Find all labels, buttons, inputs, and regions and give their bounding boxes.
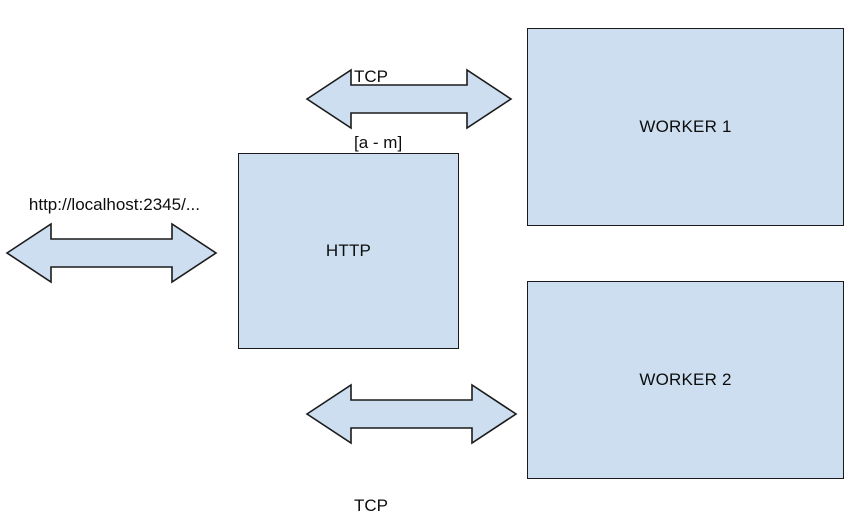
double-headed-arrow-icon [305, 383, 518, 445]
connector-label-tcp-1-line1: TCP [354, 67, 388, 86]
connector-label-tcp-2: TCP [n - z] [354, 451, 397, 519]
connector-client-to-http [5, 222, 218, 284]
connector-label-client: http://localhost:2345/... [10, 172, 200, 238]
node-http-label: HTTP [325, 240, 372, 260]
connector-http-to-worker-1 [305, 68, 513, 130]
connector-label-tcp-1: TCP [a - m] [354, 22, 402, 198]
double-headed-arrow-icon [5, 222, 218, 284]
node-worker-2-label: WORKER 2 [639, 369, 732, 389]
node-worker-1-label: WORKER 1 [639, 116, 732, 136]
node-http[interactable]: HTTP [238, 153, 459, 349]
node-worker-1[interactable]: WORKER 1 [527, 28, 844, 226]
connector-label-tcp-2-line1: TCP [354, 496, 388, 515]
connector-label-client-line1: http://localhost:2345/... [28, 195, 200, 214]
connector-http-to-worker-2 [305, 383, 518, 445]
node-worker-2[interactable]: WORKER 2 [527, 281, 844, 479]
double-headed-arrow-icon [305, 68, 513, 130]
connector-label-tcp-1-line2: [a - m] [354, 133, 403, 152]
